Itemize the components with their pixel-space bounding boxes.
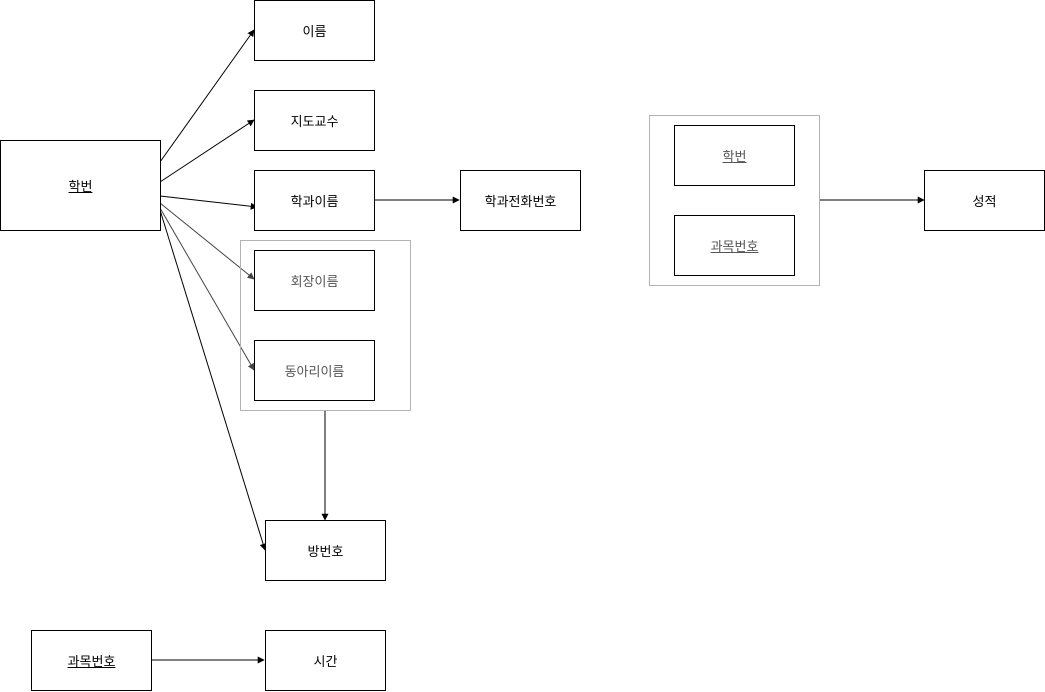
node-seongjeok[interactable]: 성적 (924, 170, 1045, 231)
edge-hakbeon-bangbeonho (159, 209, 267, 551)
group-composite-key[interactable] (649, 115, 820, 286)
node-hakgwa-jeonhwa[interactable]: 학과전화번호 (460, 170, 581, 231)
node-jidogyosu[interactable]: 지도교수 (254, 90, 375, 151)
node-seongjeok-label: 성적 (972, 195, 997, 210)
node-group-gwamok[interactable]: 과목번호 (674, 215, 795, 276)
node-dongari-ireum-label: 동아리이름 (284, 365, 345, 380)
node-hakbeon[interactable]: 학번 (0, 140, 161, 231)
edge-hakbeon-jidogyosu (159, 119, 255, 183)
edge-hakbeon-dongari (159, 207, 255, 371)
node-hakgwa-jeonhwa-label: 학과전화번호 (484, 195, 557, 210)
node-hakbeon-label: 학번 (68, 180, 93, 195)
node-dongari-ireum[interactable]: 동아리이름 (254, 340, 375, 401)
node-gwamok-beonho-label: 과목번호 (67, 655, 116, 670)
node-group-hakbeon[interactable]: 학번 (674, 125, 795, 186)
node-gwamok-beonho[interactable]: 과목번호 (31, 630, 152, 691)
node-ireum[interactable]: 이름 (254, 0, 375, 61)
node-bangbeonho-label: 방번호 (307, 545, 344, 560)
node-jidogyosu-label: 지도교수 (290, 115, 339, 130)
edge-hakbeon-ireum (159, 29, 255, 163)
node-hoejang-ireum[interactable]: 회장이름 (254, 250, 375, 311)
node-group-gwamok-label: 과목번호 (710, 240, 759, 255)
edge-hakbeon-hoejang (159, 202, 255, 280)
node-hakgwa-ireum[interactable]: 학과이름 (254, 170, 375, 231)
node-hakgwa-ireum-label: 학과이름 (290, 195, 339, 210)
node-bangbeonho[interactable]: 방번호 (265, 520, 386, 581)
node-sigan[interactable]: 시간 (265, 630, 386, 691)
node-ireum-label: 이름 (302, 25, 327, 40)
group-club[interactable] (240, 240, 411, 411)
node-group-hakbeon-label: 학번 (722, 150, 747, 165)
edge-hakbeon-hakgwa-ireum (159, 195, 258, 210)
node-hoejang-ireum-label: 회장이름 (290, 275, 339, 290)
node-sigan-label: 시간 (313, 655, 338, 670)
